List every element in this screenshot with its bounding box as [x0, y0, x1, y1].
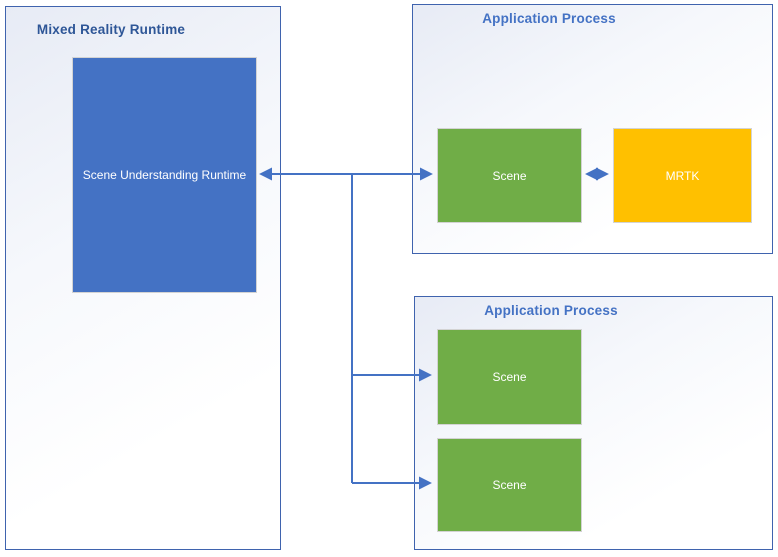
- container-title: Mixed Reality Runtime: [36, 22, 186, 37]
- container-title: Application Process: [482, 11, 616, 26]
- node-label: Scene: [492, 168, 527, 183]
- node-scene-top: Scene: [437, 128, 582, 223]
- container-application-process-2: Application Process Scene Scene: [414, 296, 773, 550]
- node-label: Scene: [492, 370, 527, 384]
- container-title: Application Process: [484, 303, 618, 318]
- node-label: MRTK: [665, 168, 700, 183]
- node-label: Scene: [492, 478, 527, 492]
- node-label: Scene Understanding Runtime: [82, 168, 247, 182]
- node-scene-understanding-runtime: Scene Understanding Runtime: [72, 57, 257, 293]
- node-scene-bottom: Scene: [437, 438, 582, 532]
- container-mixed-reality-runtime: Mixed Reality Runtime Scene Understandin…: [5, 6, 281, 550]
- node-scene-middle: Scene: [437, 329, 582, 425]
- node-mrtk: MRTK: [613, 128, 752, 223]
- container-application-process-1: Application Process Scene MRTK: [412, 4, 773, 254]
